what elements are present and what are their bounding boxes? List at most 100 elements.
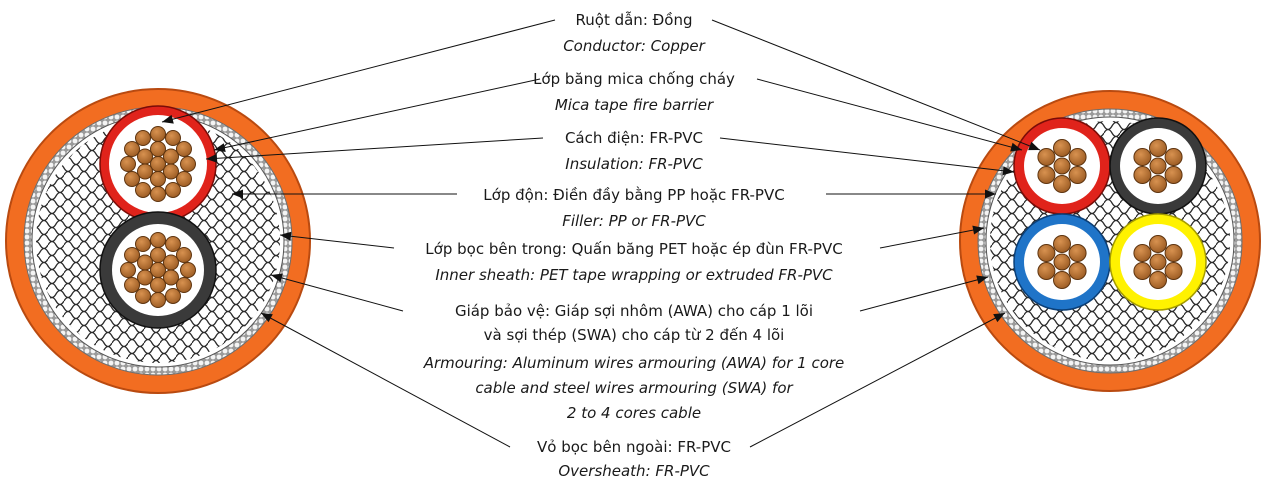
copper-strand (1068, 148, 1087, 166)
copper-strand (150, 277, 166, 293)
copper-strand (1133, 262, 1152, 280)
copper-strand (165, 130, 181, 147)
label-conductor-vi: Ruột dẫn: Đồng (576, 11, 693, 29)
copper-strand (1133, 244, 1152, 262)
copper-strand (137, 163, 154, 180)
left-core-1 (99, 105, 217, 223)
copper-strand (180, 156, 196, 172)
copper-strand (175, 277, 192, 293)
copper-strand (1068, 166, 1087, 184)
copper-strand (1164, 262, 1183, 280)
copper-strand (1037, 262, 1056, 280)
copper-strand (175, 171, 192, 187)
copper-strand (162, 254, 179, 271)
copper-strand (137, 148, 154, 165)
copper-strand (124, 247, 141, 263)
copper-strand (165, 181, 181, 198)
copper-strand (175, 141, 192, 157)
label-insulation-en: Insulation: FR-PVC (565, 155, 703, 173)
copper-strand (137, 269, 154, 286)
copper-strand (1133, 166, 1152, 184)
copper-strand (1068, 244, 1087, 262)
leader-arrowhead (1002, 166, 1014, 176)
copper-strand (1149, 235, 1167, 253)
copper-strand (1068, 262, 1087, 280)
copper-strand (150, 141, 166, 157)
leader-arrowhead (993, 313, 1005, 323)
copper-strand (120, 156, 136, 172)
leader-arrowhead (206, 153, 218, 163)
copper-strand (1037, 166, 1056, 184)
copper-strand (137, 254, 154, 271)
copper-strand (165, 287, 181, 304)
leader-arrowhead (972, 225, 984, 235)
label-insulation-vi: Cách điện: FR-PVC (565, 129, 703, 147)
copper-strand (162, 163, 179, 180)
label-oversheath-vi: Vỏ bọc bên ngoài: FR-PVC (537, 438, 731, 456)
copper-strand (1053, 175, 1071, 193)
copper-strand (1053, 271, 1071, 289)
copper-strand (1037, 244, 1056, 262)
copper-strand (1149, 157, 1167, 175)
copper-strand (150, 262, 166, 278)
copper-strand (135, 181, 151, 198)
copper-strand (120, 262, 136, 278)
leader-arrowhead (280, 231, 292, 241)
copper-strand (180, 262, 196, 278)
leader-lines (161, 19, 1041, 448)
copper-strand (150, 171, 166, 187)
copper-strand (1149, 271, 1167, 289)
copper-strand (1149, 175, 1167, 193)
copper-strand (1149, 139, 1167, 157)
copper-strand (1053, 157, 1071, 175)
copper-strand (165, 236, 181, 253)
leader-arrowhead (1028, 141, 1040, 151)
copper-strand (1053, 253, 1071, 271)
copper-strand (1149, 253, 1167, 271)
right-core-red (1013, 117, 1111, 215)
copper-strand (162, 269, 179, 286)
right-core-yellow (1109, 213, 1207, 311)
copper-strand (150, 186, 166, 202)
right-cable (959, 90, 1261, 392)
label-armour-vi-2: và sợi thép (SWA) cho cáp từ 2 đến 4 lõi (484, 326, 785, 344)
copper-strand (1164, 166, 1183, 184)
copper-strand (150, 126, 166, 142)
leader-arrowhead (162, 114, 174, 124)
label-filler-en: Filler: PP or FR-PVC (562, 212, 706, 230)
copper-strand (1164, 244, 1183, 262)
copper-strand (175, 247, 192, 263)
copper-strand (1133, 148, 1152, 166)
left-cable (5, 88, 311, 394)
leader-arrowhead (261, 313, 273, 323)
copper-strand (135, 287, 151, 304)
copper-strand (150, 292, 166, 308)
label-filler-vi: Lớp độn: Điền đầy bằng PP hoặc FR-PVC (483, 186, 784, 204)
leader-arrowhead (271, 273, 283, 283)
copper-strand (124, 277, 141, 293)
copper-strand (150, 156, 166, 172)
left-core-2 (99, 211, 217, 329)
label-armour-en-1: Armouring: Aluminum wires armouring (AWA… (423, 354, 845, 372)
copper-strand (150, 232, 166, 248)
leader-arrowhead (214, 143, 226, 153)
leader-arrowhead (1010, 142, 1022, 152)
copper-strand (1053, 139, 1071, 157)
label-oversheath-en: Oversheath: FR-PVC (558, 462, 710, 480)
copper-strand (124, 141, 141, 157)
leader-arrowhead (232, 189, 243, 199)
label-armour-en-2: cable and steel wires armouring (SWA) fo… (475, 379, 793, 397)
leader-arrowheads (162, 114, 1040, 323)
right-core-blue (1013, 213, 1111, 311)
leader-arrowhead (985, 189, 996, 199)
leader-arrowhead (976, 275, 988, 285)
label-inner-sheath-en: Inner sheath: PET tape wrapping or extru… (435, 266, 833, 284)
copper-strand (1053, 235, 1071, 253)
right-core-black (1109, 117, 1207, 215)
label-mica-vi: Lớp băng mica chống cháy (533, 70, 735, 88)
copper-strand (135, 130, 151, 147)
labels: Ruột dẫn: Đồng Conductor: Copper Lớp băn… (423, 11, 845, 480)
copper-strand (150, 247, 166, 263)
